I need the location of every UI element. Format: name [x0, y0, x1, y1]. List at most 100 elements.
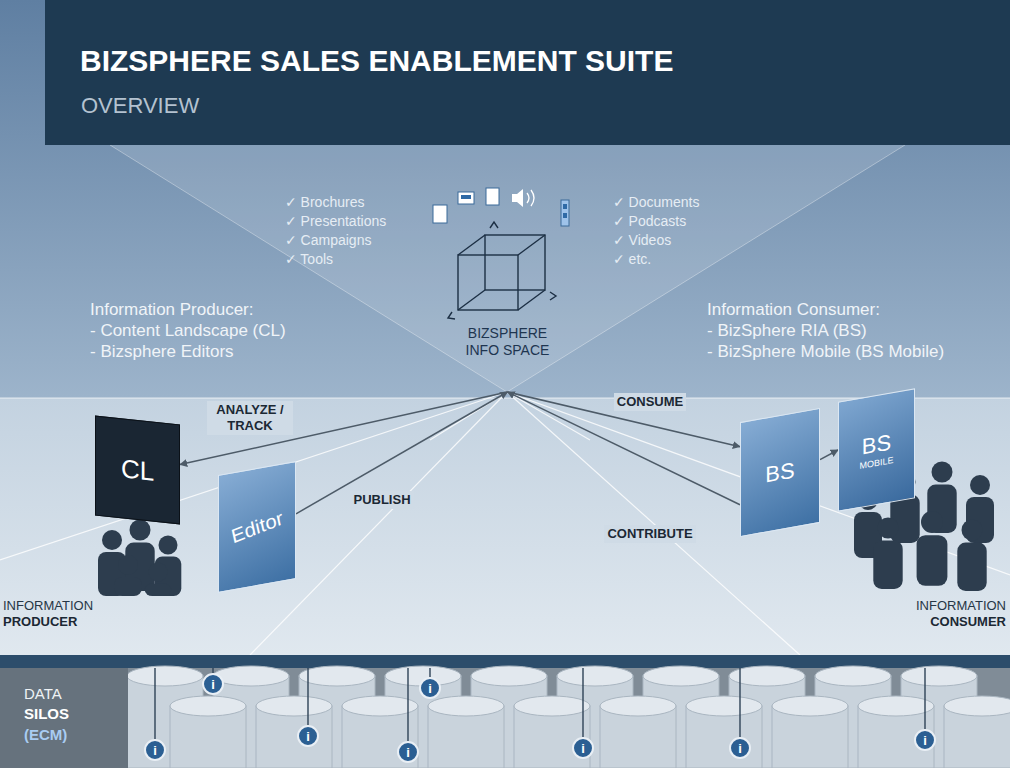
node-text: i [406, 746, 410, 759]
background-shape [458, 255, 518, 310]
info-icon: i [297, 725, 319, 747]
node-text: i [581, 742, 585, 755]
checklist-item: ✓ Campaigns [285, 232, 371, 248]
role-text: - Content Landscape (CL) [90, 321, 286, 341]
node-text: BIZSPHERE INFO SPACE [458, 325, 558, 359]
background-shape [461, 195, 471, 199]
flow-arrow [296, 392, 508, 514]
background-shape [527, 190, 534, 206]
background-shape [485, 235, 545, 290]
silo-leader-line [739, 668, 740, 737]
node-text: i [923, 734, 927, 747]
silo-leader-line [582, 668, 583, 737]
silo-top [858, 696, 934, 716]
person-head [878, 518, 899, 539]
silo-leader-line [154, 668, 155, 739]
role-caption: CONSUMER [930, 614, 1006, 629]
silo-top [643, 666, 719, 686]
silo-top [514, 696, 590, 716]
silo-leader-line [407, 668, 408, 741]
background-shape [550, 292, 556, 300]
edge-label: ANALYZE / TRACK [207, 401, 293, 436]
editor-panel: Editor [218, 461, 296, 593]
silo-leader-line [429, 668, 430, 677]
person-head [118, 555, 138, 575]
person-head [149, 563, 168, 582]
node-text: DATA [24, 684, 62, 704]
background-shape [45, 0, 1010, 145]
silo-top [815, 666, 891, 686]
info-space: BIZSPHERE INFO SPACE [440, 215, 575, 392]
checklist-item: ✓ Brochures [285, 194, 364, 210]
node-text: i [428, 682, 432, 695]
info-icon: i [914, 729, 936, 751]
node-text: CL [121, 453, 154, 487]
silo-top [428, 696, 504, 716]
node-text: i [738, 742, 742, 755]
silo-leader-line [307, 668, 308, 725]
person-head [970, 475, 990, 495]
edge-label: CONSUME [614, 393, 686, 411]
background-shape [518, 290, 545, 310]
silo-leader-line [924, 668, 925, 729]
silo-top [944, 696, 1010, 716]
role-text: Information Consumer: [707, 300, 880, 320]
silo-top [686, 696, 762, 716]
person-body [873, 541, 902, 589]
info-icon: i [202, 673, 224, 695]
bizsphere-ria-panel: BS [740, 408, 820, 537]
background-shape [458, 235, 485, 255]
background-shape [433, 205, 447, 223]
subtitle: OVERVIEW [81, 93, 199, 119]
checklist-item: ✓ Tools [285, 251, 333, 267]
background-shape [448, 312, 455, 319]
checklist-item: ✓ Podcasts [613, 213, 686, 229]
silo-top [600, 696, 676, 716]
silo-top [170, 696, 246, 716]
silo-top [127, 666, 203, 686]
silo-top [471, 666, 547, 686]
role-text: Information Producer: [90, 300, 253, 320]
person-head [159, 536, 178, 555]
flow-arrow [820, 450, 838, 460]
person-head [962, 520, 983, 541]
background-shape [155, 668, 925, 741]
background-shape [0, 668, 128, 768]
node-text: BS [765, 457, 794, 488]
role-text: - Bizsphere Editors [90, 342, 234, 362]
silo-top [213, 666, 289, 686]
silo-top [342, 696, 418, 716]
person-head [932, 462, 953, 483]
silo-top [299, 666, 375, 686]
content-landscape-box: CL [95, 416, 180, 525]
info-icon: i [419, 677, 441, 699]
node-text: i [153, 744, 157, 757]
silo-top [256, 696, 332, 716]
checklist-item: ✓ Videos [613, 232, 671, 248]
bizsphere-mobile-panel: BSMOBILE [838, 388, 915, 512]
node-text: i [211, 678, 215, 691]
background-shape [561, 200, 569, 226]
info-icon: i [144, 739, 166, 761]
flow-arrow [508, 392, 741, 505]
background-shape [458, 192, 474, 204]
person-body [917, 535, 948, 586]
node-text: SILOS [24, 704, 69, 724]
role-caption: INFORMATION [3, 598, 93, 613]
person-head [130, 520, 151, 541]
info-icon: i [572, 737, 594, 759]
flow-arrow [180, 392, 508, 465]
edge-label: CONTRIBUTE [604, 525, 695, 543]
silo-top [772, 696, 848, 716]
node-text: (ECM) [24, 725, 67, 745]
person-head [102, 530, 122, 550]
role-caption: INFORMATION [916, 598, 1006, 613]
data-silos-band: DATASILOS(ECM) i i i i i i i i [0, 668, 1010, 768]
diagram-title: BIZSPHERE SALES ENABLEMENT SUITE [80, 44, 673, 78]
background-shape [448, 222, 556, 319]
edge-label: PUBLISH [350, 491, 413, 509]
header-title-block: BIZSPHERE SALES ENABLEMENT SUITE [80, 44, 673, 78]
person-head [921, 511, 943, 533]
